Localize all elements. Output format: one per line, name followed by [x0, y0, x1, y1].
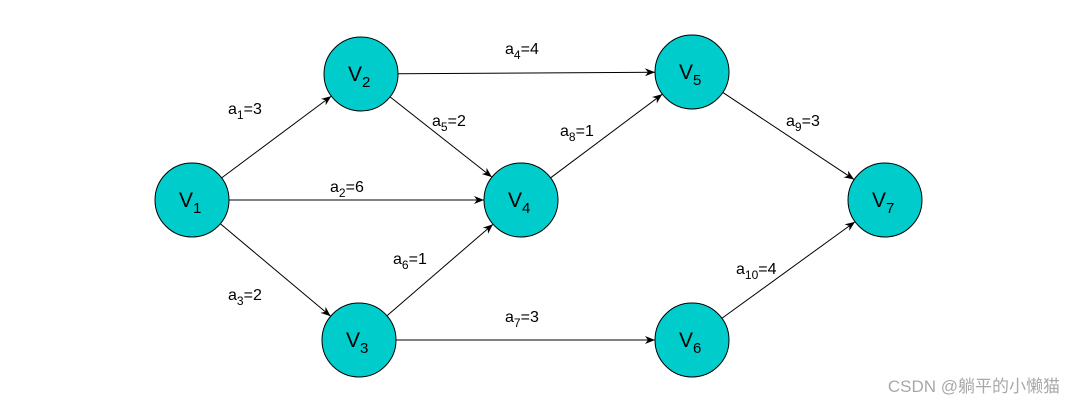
- edge-label-a5: a5=2: [432, 113, 466, 134]
- node-v5: V5: [654, 34, 730, 110]
- node-label: V6: [679, 329, 701, 357]
- edge-v4-v5: [550, 93, 663, 179]
- edge-label-a2: a2=6: [330, 179, 364, 200]
- edge-label-a4: a4=4: [505, 41, 539, 62]
- node-label: V3: [346, 329, 368, 357]
- edge-v6-v7: [721, 221, 856, 319]
- edge-label-a3: a3=2: [228, 287, 262, 308]
- edge-label-a7: a7=3: [505, 309, 539, 330]
- edge-label-a8: a8=1: [560, 123, 594, 144]
- node-label: V5: [679, 61, 701, 89]
- edge-v1-v3: [220, 223, 331, 317]
- node-v1: V1: [154, 162, 230, 238]
- node-label: V4: [508, 189, 530, 217]
- edge-v2-v5: [397, 68, 656, 77]
- watermark: CSDN @躺平的小懒猫: [887, 377, 1060, 396]
- node-v3: V3: [321, 302, 397, 378]
- edge-v5-v7: [722, 92, 855, 180]
- node-v4: V4: [483, 162, 559, 238]
- node-label: V7: [872, 189, 894, 217]
- edge-label-a9: a9=3: [786, 113, 820, 134]
- edge-label-a10: a10=4: [736, 261, 777, 282]
- node-v2: V2: [323, 36, 399, 112]
- edge-v3-v4: [386, 223, 494, 317]
- node-v7: V7: [847, 162, 923, 238]
- node-v6: V6: [654, 302, 730, 378]
- node-label: V2: [348, 63, 370, 91]
- edge-v1-v2: [221, 95, 332, 179]
- edge-v2-v4: [389, 96, 493, 178]
- edge-label-a6: a6=1: [393, 251, 427, 272]
- node-label: V1: [179, 189, 201, 217]
- edge-label-a1: a1=3: [228, 101, 262, 122]
